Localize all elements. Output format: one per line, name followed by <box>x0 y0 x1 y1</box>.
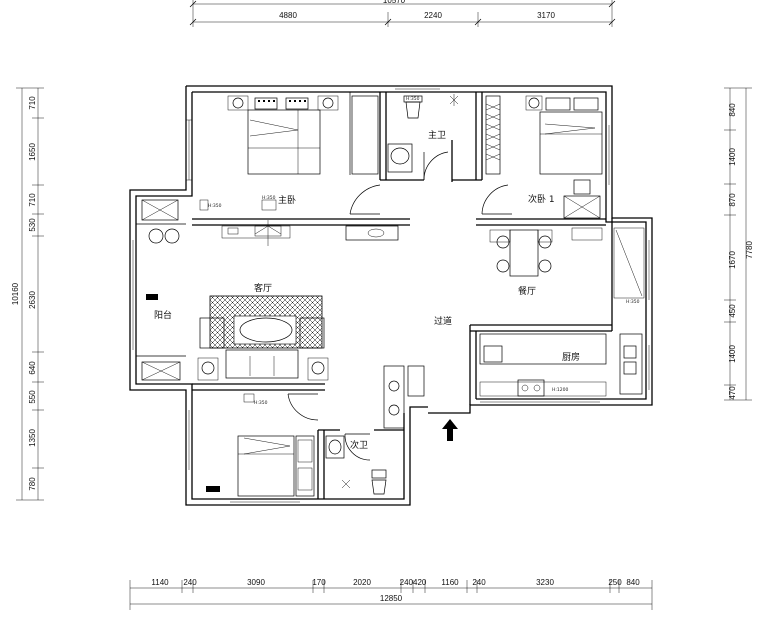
right-dim-2: 1400 <box>728 148 737 166</box>
master-bedroom-height-note: H:350 <box>208 203 222 209</box>
bottom-total-dim: 12850 <box>380 594 403 603</box>
master-bath-furniture: H:350 <box>387 94 459 173</box>
bottom-dim-2: 240 <box>183 578 197 587</box>
second-bedroom-furniture <box>485 95 603 219</box>
label-second-bath: 次卫 <box>350 439 368 451</box>
bottom-dim-1: 1140 <box>151 578 169 587</box>
right-total-dim: 7780 <box>745 241 754 259</box>
left-dim-8: 1350 <box>28 429 37 447</box>
bed-icon <box>254 97 278 110</box>
right-dim-1: 840 <box>728 103 737 117</box>
left-dim-4: 530 <box>28 218 37 232</box>
bottom-dim-7: 1160 <box>441 578 459 587</box>
top-total-dim: 10570 <box>383 0 406 5</box>
left-dimension-chain: 10160 710 1650 710 530 2630 640 550 1350… <box>11 87 44 501</box>
bottom-dim-4: 170 <box>312 578 326 587</box>
bottom-dim-11: 840 <box>626 578 640 587</box>
dining-furniture: H:350 <box>489 227 645 305</box>
balcony-furniture <box>141 199 181 381</box>
bottom-dimension-chain: 1140 240 3090 170 2020 240420 1160 240 3… <box>129 578 653 610</box>
bottom-bedroom-furniture: H:350 <box>206 393 315 497</box>
right-dim-4: 1670 <box>728 251 737 269</box>
label-living-room: 客厅 <box>254 282 272 294</box>
label-master-bedroom: 主卧 <box>278 194 296 206</box>
left-dim-3: 710 <box>28 193 37 207</box>
left-dim-7: 550 <box>28 390 37 404</box>
living-room-furniture <box>197 295 329 381</box>
left-dim-1: 710 <box>28 96 37 110</box>
right-dim-6: 1400 <box>728 345 737 363</box>
doors <box>287 151 512 461</box>
toilet-icon <box>405 101 421 119</box>
right-dim-3: 870 <box>728 193 737 207</box>
top-dim-3: 3170 <box>537 11 555 20</box>
entrance-arrow-icon <box>442 419 458 441</box>
master-bedroom-tv-note: H:350 <box>262 195 276 201</box>
label-dining-room: 餐厅 <box>518 285 536 297</box>
left-dim-6: 640 <box>28 361 37 375</box>
sofa-icon <box>225 349 299 379</box>
top-dimension-chain: 10570 4880 2240 3170 <box>189 0 616 27</box>
left-total-dim: 10160 <box>11 282 20 305</box>
bottom-dim-10: 250 <box>608 578 622 587</box>
master-bath-height-note: H:350 <box>406 96 420 102</box>
bottom-dim-5: 2020 <box>353 578 371 587</box>
label-balcony: 阳台 <box>154 309 172 321</box>
exterior-walls <box>129 85 653 506</box>
bottom-bedroom-height-note: H:350 <box>254 400 268 406</box>
right-dim-7: 470 <box>728 386 737 400</box>
room-labels: 主卧 主卫 次卧 1 客厅 阳台 过道 餐厅 厨房 次卫 <box>154 129 580 451</box>
label-corridor: 过道 <box>434 315 452 327</box>
left-dim-2: 1650 <box>28 143 37 161</box>
top-dim-2: 2240 <box>424 11 442 20</box>
bottom-dim-9: 3230 <box>536 578 554 587</box>
label-kitchen: 厨房 <box>562 351 580 363</box>
second-bath-furniture <box>325 365 425 495</box>
master-bedroom-furniture: H:350 H:350 <box>199 95 399 246</box>
dining-table-icon <box>509 229 539 277</box>
kitchen-height-note: H:1200 <box>552 387 568 393</box>
label-second-bedroom: 次卧 1 <box>528 193 555 205</box>
kitchen-furniture: H:1200 <box>479 333 643 397</box>
bottom-dim-6: 240420 <box>400 578 427 587</box>
right-dim-5: 450 <box>728 304 737 318</box>
right-dimension-chain: 7780 840 1400 870 1670 450 1400 470 <box>724 87 754 401</box>
left-dim-9: 780 <box>28 477 37 491</box>
dining-height-note: H:350 <box>626 299 640 305</box>
top-dim-1: 4880 <box>279 11 297 20</box>
bottom-dim-8: 240 <box>472 578 486 587</box>
label-master-bath: 主卫 <box>428 129 446 141</box>
bottom-dim-3: 3090 <box>247 578 265 587</box>
left-dim-5: 2630 <box>28 291 37 309</box>
interior-walls <box>132 88 650 503</box>
